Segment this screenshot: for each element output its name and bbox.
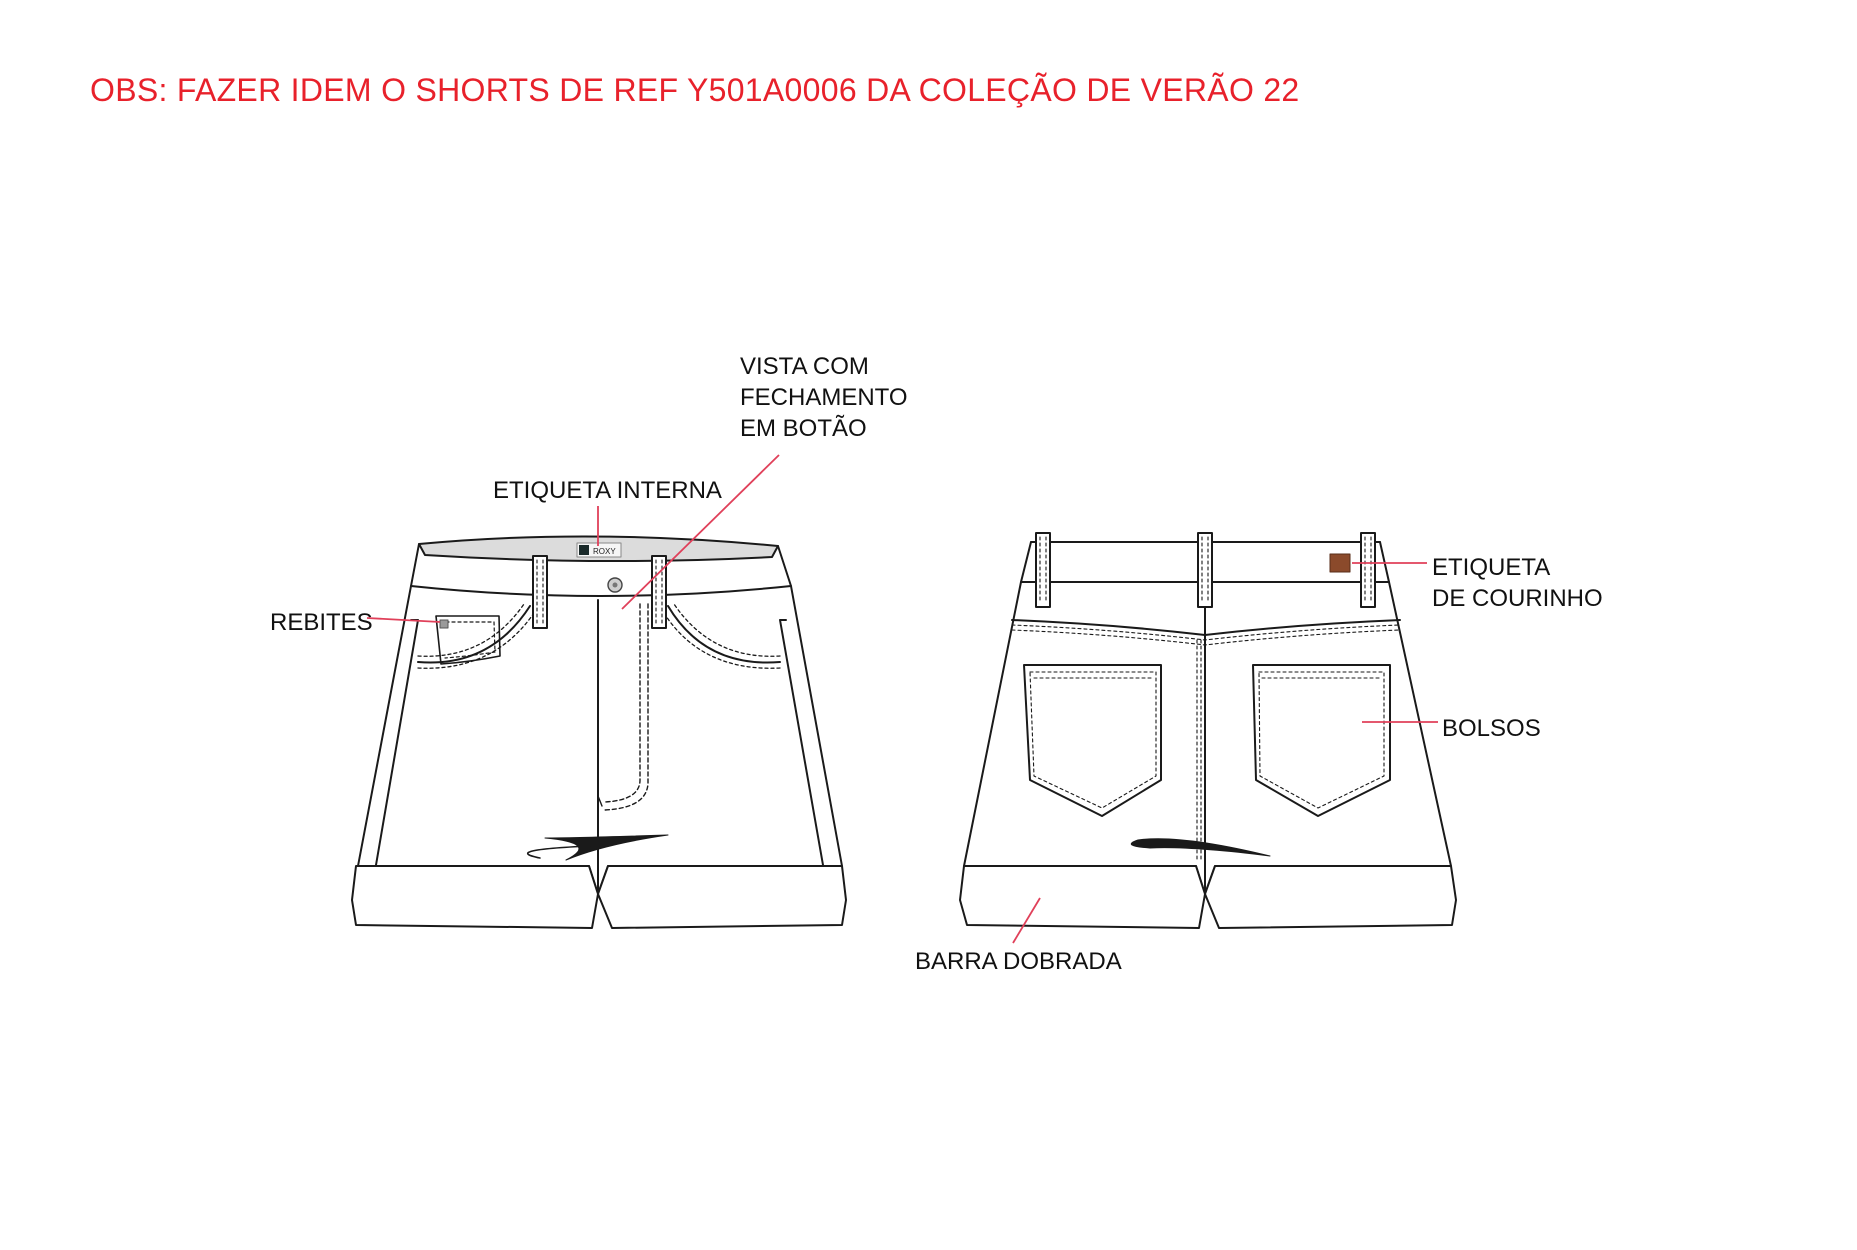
front-belt-loop-left xyxy=(532,555,548,629)
front-pocket-right xyxy=(667,605,781,664)
label-etiqueta-interna: ETIQUETA INTERNA xyxy=(493,477,722,504)
back-belt-loop-left xyxy=(1035,532,1051,608)
front-hem-cuff-left xyxy=(351,865,599,929)
leader-vista xyxy=(621,454,780,610)
back-pocket-right xyxy=(1252,664,1391,817)
back-view-shorts xyxy=(959,532,1457,929)
fly-stitching xyxy=(604,603,641,803)
coin-pocket xyxy=(435,615,501,665)
leader-rebites xyxy=(366,617,441,623)
label-vista-com-fechamento: VISTA COM FECHAMENTO EM BOTÃO xyxy=(740,353,908,442)
back-pocket-left xyxy=(1023,664,1162,817)
label-barra-dobrada: BARRA DOBRADA xyxy=(915,948,1122,975)
label-etiqueta-de-courinho: ETIQUETA DE COURINHO xyxy=(1432,554,1603,612)
front-side-stripe-right xyxy=(779,619,824,866)
front-hem-cuff-right xyxy=(597,865,847,929)
label-bolsos: BOLSOS xyxy=(1442,715,1541,742)
leader-lines xyxy=(366,454,1438,944)
rivet xyxy=(439,619,449,629)
observation-note: OBS: FAZER IDEM O SHORTS DE REF Y501A000… xyxy=(90,72,1300,108)
back-belt-loop-center xyxy=(1197,532,1213,608)
front-waistband-bottom xyxy=(410,585,792,597)
front-pocket-left xyxy=(417,605,531,664)
leader-barra-dobrada xyxy=(1012,897,1041,944)
back-hem-cuff-left xyxy=(959,865,1206,929)
label-rebites: REBITES xyxy=(270,609,373,636)
back-hem-cuff-right xyxy=(1204,865,1457,929)
back-belt-loop-right xyxy=(1360,532,1376,608)
svg-text:ROXY: ROXY xyxy=(593,547,616,556)
front-view-shorts: ROXY xyxy=(351,535,847,929)
leather-patch xyxy=(1329,553,1351,573)
